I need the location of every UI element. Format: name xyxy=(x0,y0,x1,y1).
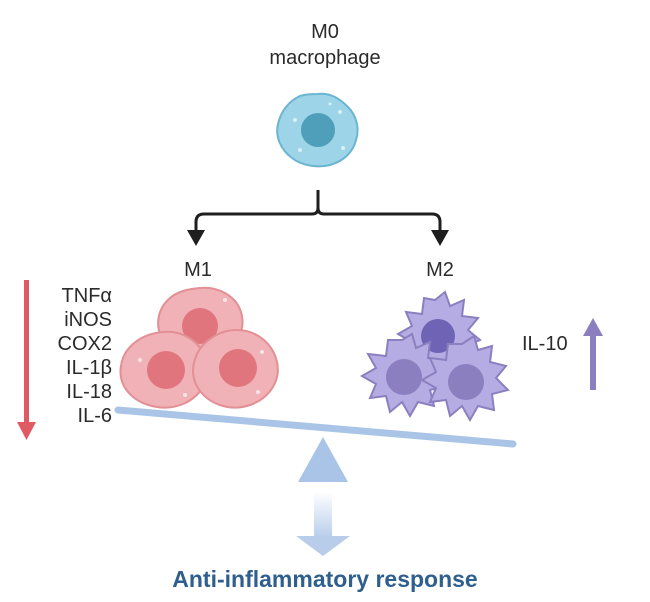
response-label: Anti-inflammatory response xyxy=(172,566,478,592)
m1-label: M1 xyxy=(184,259,212,281)
up-arrow xyxy=(583,318,603,390)
m2-cells xyxy=(359,290,510,423)
cytokine-item: TNFα xyxy=(61,285,112,307)
arrow-head-m2 xyxy=(431,230,449,246)
cytokine-item: IL-6 xyxy=(77,405,112,427)
cytokine-item: COX2 xyxy=(57,333,112,355)
cytokine-item: iNOS xyxy=(64,309,112,331)
m1-cells xyxy=(119,286,279,409)
fulcrum-triangle xyxy=(298,437,348,482)
m2-cytokine: IL-10 xyxy=(522,333,568,355)
down-arrow xyxy=(17,280,36,440)
cytokine-item: IL-1β xyxy=(66,357,112,379)
balance-beam xyxy=(114,406,517,448)
cytokine-item: IL-18 xyxy=(66,381,112,403)
m0-sublabel: macrophage xyxy=(269,47,381,69)
response-arrow xyxy=(296,492,350,556)
m0-label: M0 xyxy=(311,21,339,43)
branch-arrows xyxy=(194,190,442,234)
arrow-head-m1 xyxy=(187,230,205,246)
m1-cytokine-list: TNFα iNOS COX2 IL-1β IL-18 IL-6 xyxy=(22,284,112,428)
m2-label: M2 xyxy=(426,259,454,281)
m0-macrophage-cell xyxy=(276,92,359,168)
